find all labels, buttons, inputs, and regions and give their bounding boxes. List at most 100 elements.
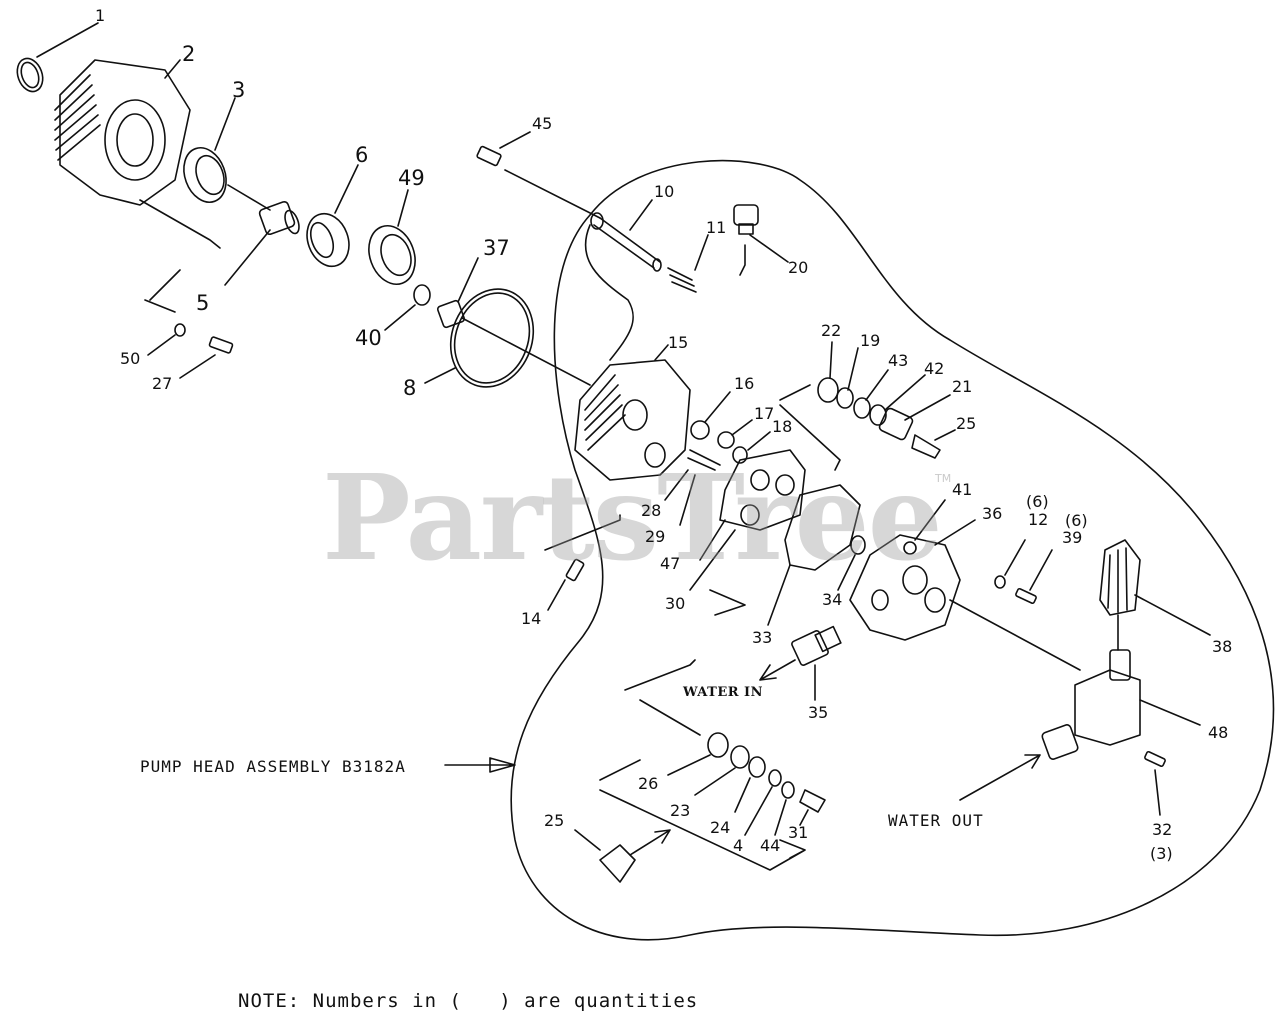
callout-29: 29: [645, 527, 666, 546]
part-21-retainer: [878, 407, 914, 441]
quantity-32: (3): [1150, 844, 1173, 863]
callout-45: 45: [532, 114, 553, 133]
assembly-boundary: [510, 159, 1275, 941]
callout-23: 23: [670, 801, 691, 820]
callout-4: 4: [733, 836, 744, 855]
callout-26: 26: [638, 774, 659, 793]
part-35-inlet-fitting: [791, 625, 842, 666]
watermark: PartsTree: [322, 448, 943, 587]
part-5-seal: [258, 200, 300, 236]
part-41-plug: [903, 541, 917, 555]
water-out-label: WATER OUT: [888, 811, 984, 830]
callout-50: 50: [120, 349, 141, 368]
part-22-valve: [817, 377, 839, 403]
quantity-39: (6): [1065, 511, 1088, 530]
part-30-valve-plate: [719, 449, 806, 531]
part-25-valve-lower: [599, 844, 636, 883]
part-39-screw: [1015, 588, 1037, 604]
part-17-washer: [717, 431, 735, 449]
callout-40: 40: [355, 326, 382, 350]
callout-6: 6: [355, 143, 369, 167]
callout-14: 14: [521, 609, 542, 628]
part-48-unloader: [1041, 649, 1141, 760]
part-19-washer: [836, 387, 854, 409]
part-50-washer: [174, 323, 186, 337]
part-49-bearing: [368, 225, 416, 285]
callout-20: 20: [788, 258, 809, 277]
callout-18: 18: [772, 417, 793, 436]
callout-34: 34: [822, 590, 843, 609]
callout-41: 41: [952, 480, 973, 499]
part-4-washer: [768, 769, 782, 787]
water-in-arrow: [759, 659, 796, 681]
callout-31: 31: [788, 823, 809, 842]
part-44-spring: [781, 781, 795, 799]
callout-39: 39: [1062, 528, 1083, 547]
callout-19: 19: [860, 331, 881, 350]
callout-16: 16: [734, 374, 755, 393]
part-25-valve-upper: [911, 434, 941, 459]
callout-1: 1: [95, 6, 106, 25]
part-34-oring: [850, 535, 866, 555]
callout-10: 10: [654, 182, 675, 201]
callout-30: 30: [665, 594, 686, 613]
callout-48: 48: [1208, 723, 1229, 742]
part-15-manifold: [574, 359, 691, 481]
part-18-washer: [732, 446, 748, 464]
quantity-12: (6): [1026, 492, 1049, 511]
part-1-oring: [16, 57, 44, 93]
part-11-spring: [667, 267, 697, 293]
water-out-arrow: [959, 754, 1041, 801]
callout-21: 21: [952, 377, 973, 396]
callout-33: 33: [752, 628, 773, 647]
callout-47: 47: [660, 554, 681, 573]
part-42-ring: [869, 404, 887, 426]
callout-17: 17: [754, 404, 775, 423]
callout-3: 3: [232, 78, 246, 102]
callout-43: 43: [888, 351, 909, 370]
callout-28: 28: [641, 501, 662, 520]
part-6-wobble: [306, 212, 350, 268]
part-20-cap: [733, 204, 759, 235]
part-32-screw: [1144, 751, 1166, 767]
callout-36: 36: [982, 504, 1003, 523]
water-in-label: WATER IN: [683, 685, 764, 700]
part-43-oring: [853, 397, 871, 419]
part-14-screw: [565, 558, 585, 582]
part-31-valve: [799, 789, 826, 813]
part-16-washer: [690, 420, 710, 440]
part-27-screw: [208, 336, 234, 354]
part-45-plug: [476, 145, 502, 167]
callout-27: 27: [152, 374, 173, 393]
part-2-crankcase: [54, 59, 191, 206]
part-3-bearing: [183, 147, 227, 203]
callout-42: 42: [924, 359, 945, 378]
callout-22: 22: [821, 321, 842, 340]
callout-24: 24: [710, 818, 731, 837]
callout-12: 12: [1028, 510, 1049, 529]
part-12-washer: [994, 575, 1006, 589]
part-37-bushing: [436, 299, 466, 329]
callout-25-upper: 25: [956, 414, 977, 433]
part-24-oring: [748, 756, 766, 778]
callout-44: 44: [760, 836, 781, 855]
pump-head-assembly-arrow: [444, 757, 516, 773]
callout-38: 38: [1212, 637, 1233, 656]
callout-15: 15: [668, 333, 689, 352]
callout-5: 5: [196, 291, 210, 315]
part-8-oring: [449, 288, 535, 388]
callout-11: 11: [706, 218, 727, 237]
part-38-knob: [1099, 539, 1141, 616]
part-10-tube: [590, 212, 662, 272]
callout-32: 32: [1152, 820, 1173, 839]
part-36-pump-body: [849, 534, 961, 641]
callout-8: 8: [403, 376, 417, 400]
watermark-tm: TM: [935, 472, 952, 485]
part-40-washer: [413, 284, 431, 306]
part-23-oring: [730, 745, 750, 769]
callout-35: 35: [808, 703, 829, 722]
quantities-note: NOTE: Numbers in ( ) are quantities: [238, 990, 699, 1012]
pump-head-assembly-label: PUMP HEAD ASSEMBLY B3182A: [140, 757, 406, 776]
part-33-gasket: [784, 484, 861, 571]
